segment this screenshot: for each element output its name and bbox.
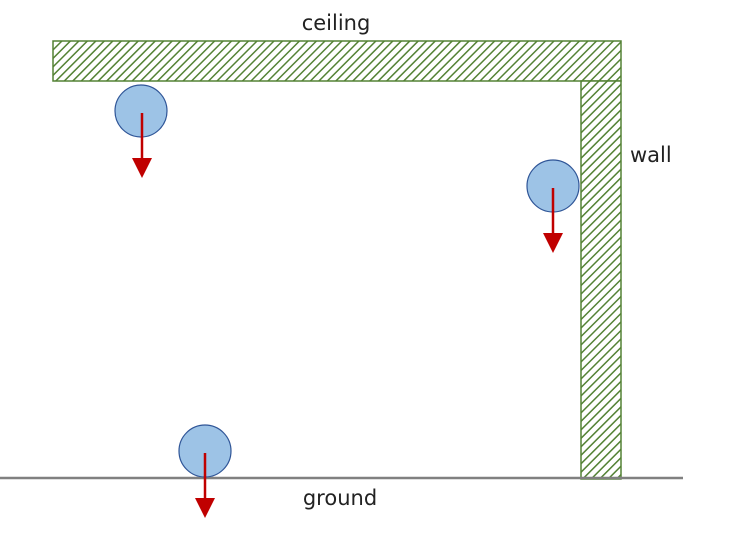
ceiling-ball-group <box>114 84 168 178</box>
wall-label: wall <box>630 143 672 167</box>
ceiling-block <box>52 40 622 82</box>
ceiling-label: ceiling <box>302 11 371 35</box>
ground-ball-group <box>178 424 232 518</box>
wall-ball-group <box>526 159 580 253</box>
ground-label: ground <box>303 486 377 510</box>
wall-block <box>580 80 622 480</box>
